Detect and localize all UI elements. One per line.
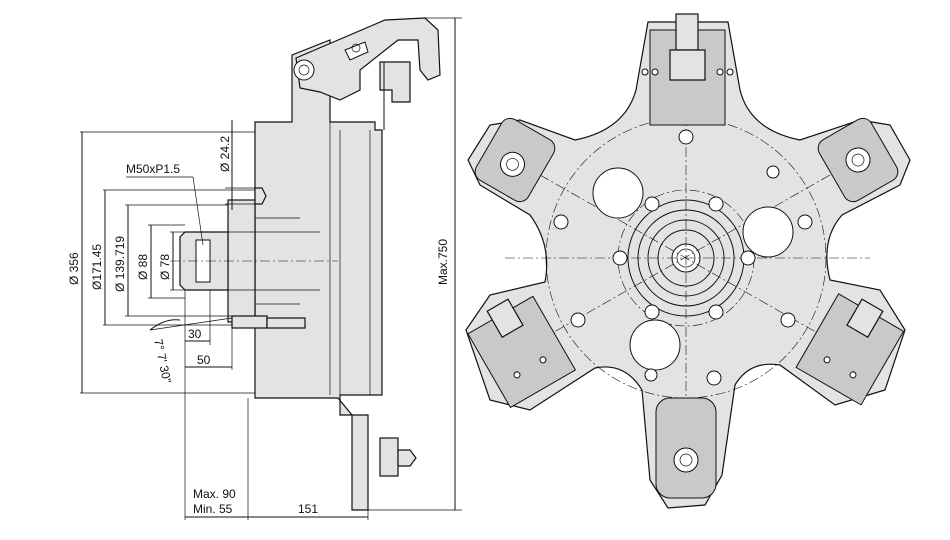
bolt-hole <box>644 196 660 212</box>
screw-icon <box>641 68 649 76</box>
bolt-hole <box>612 250 628 266</box>
pivot-pin-inner <box>298 64 310 76</box>
label-min55: Min. 55 <box>193 502 233 516</box>
outer-hole <box>678 129 694 145</box>
thread-leader <box>192 176 204 246</box>
jaw-top-key <box>675 13 699 51</box>
pad-lower-left <box>629 319 681 371</box>
angle-leg <box>149 317 233 331</box>
jaw-lower-right <box>795 293 905 406</box>
bolt-hole <box>708 196 724 212</box>
mount-pin <box>254 187 267 205</box>
jaw-upper-right <box>817 117 899 203</box>
pad-upper-left <box>592 167 644 219</box>
outer-hole <box>780 312 796 328</box>
front-view <box>465 13 911 509</box>
bolt-hole <box>740 250 756 266</box>
label-max750: Max.750 <box>436 239 450 285</box>
lower-bolt-shaft <box>266 317 306 329</box>
jaw-bottom-hole-icon <box>673 447 699 473</box>
label-d151: 151 <box>298 502 318 516</box>
label-d24: Ø 24.2 <box>218 136 232 172</box>
outer-hole <box>797 214 813 230</box>
outer-hole <box>644 368 658 382</box>
screw-icon <box>651 68 659 76</box>
bottom-fitting-nozzle <box>397 449 417 467</box>
jaw-upper-left <box>474 117 556 203</box>
label-d171: Ø171.45 <box>90 244 104 290</box>
outer-hole <box>570 312 586 328</box>
label-d78: Ø 78 <box>158 254 172 280</box>
pivot-pin-icon <box>293 59 315 81</box>
jaw-bottom-hole-inner <box>679 453 693 467</box>
outer-hole <box>766 165 780 179</box>
front-centerline-d2 <box>539 174 831 341</box>
label-d88: Ø 88 <box>136 254 150 280</box>
jaw-lower-left <box>467 295 577 409</box>
outer-hole <box>553 214 569 230</box>
side-view: M50xP1.5 Ø 24.2 Ø 356 Ø171.45 Ø 139.719 … <box>67 17 462 520</box>
label-d50: 50 <box>197 353 211 367</box>
label-angle: 7° 7' 30" <box>151 338 174 385</box>
outer-hole <box>706 370 722 386</box>
label-thread: M50xP1.5 <box>126 162 180 176</box>
jaw-arm <box>295 17 441 101</box>
jaw-top-slide <box>669 49 706 81</box>
label-d139: Ø 139.719 <box>113 236 127 292</box>
label-d30: 30 <box>188 327 202 341</box>
lower-bolt <box>231 315 268 329</box>
pad-right <box>742 206 794 258</box>
dim-arc-angle <box>149 319 181 331</box>
jaw-block <box>379 61 411 103</box>
label-max90: Max. 90 <box>193 487 236 501</box>
bottom-fitting <box>379 437 399 477</box>
bolt-hole <box>644 304 660 320</box>
screw-icon <box>726 68 734 76</box>
bolt-hole <box>708 304 724 320</box>
screw-icon <box>716 68 724 76</box>
label-d356: Ø 356 <box>67 252 81 285</box>
chuck-body <box>254 39 383 511</box>
jaw-slot-pin <box>351 43 361 53</box>
